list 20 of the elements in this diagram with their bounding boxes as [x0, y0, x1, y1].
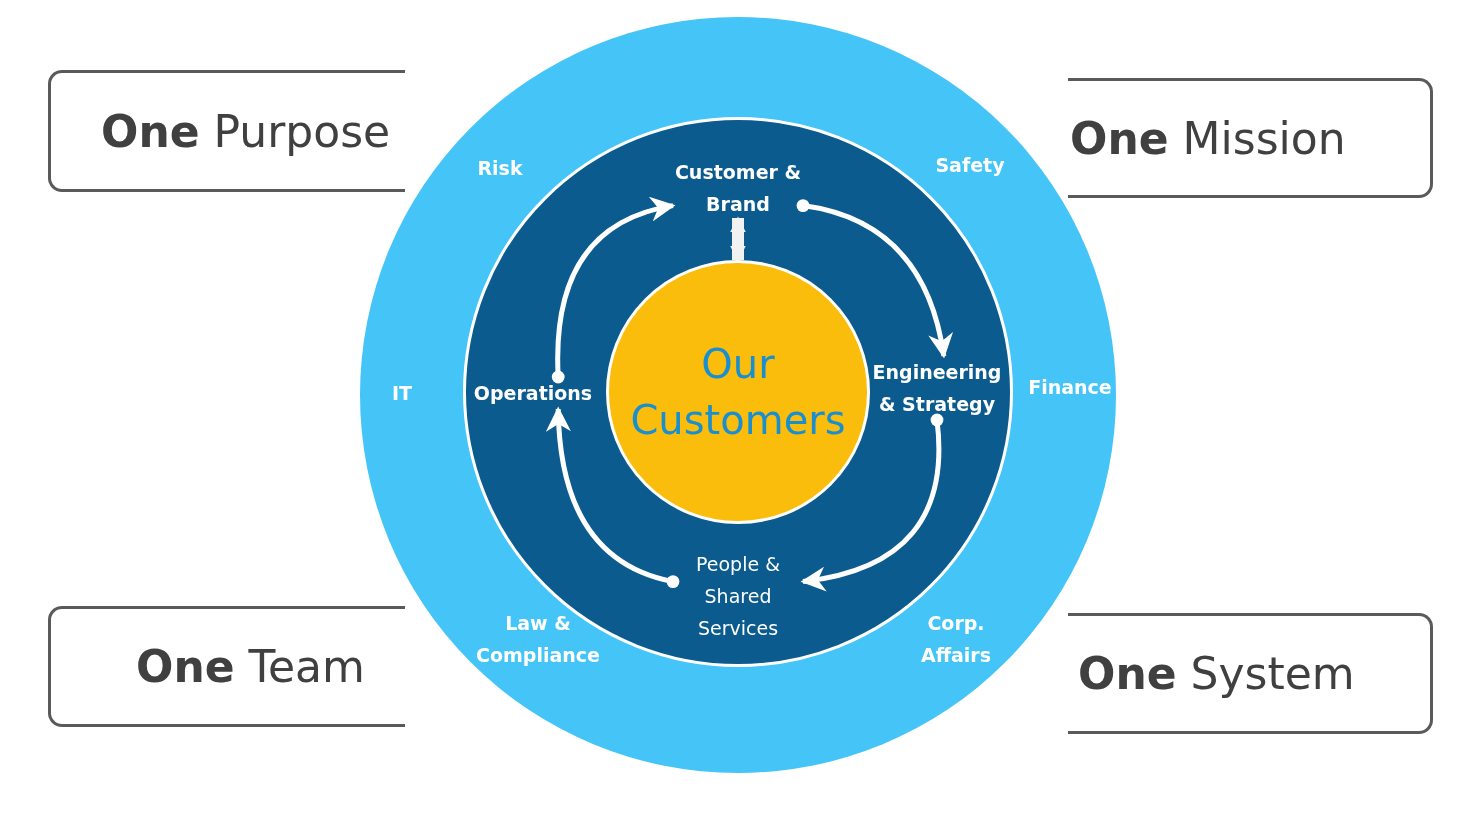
curved-arrow	[551, 198, 676, 384]
unit-label: Engineering & Strategy	[869, 356, 1005, 420]
curved-arrow	[796, 199, 953, 359]
heading-box: One System	[1068, 613, 1433, 734]
heading-box: One Purpose	[48, 70, 405, 192]
double-arrow	[730, 216, 746, 262]
unit-label: Operations	[470, 377, 596, 409]
heading-box: One Mission	[1068, 78, 1433, 198]
department-label: Finance	[1027, 375, 1113, 400]
department-label: Law & Compliance	[475, 611, 601, 668]
department-label: Risk	[476, 156, 524, 181]
curved-arrow	[546, 406, 680, 588]
heading-box: One Team	[48, 606, 405, 727]
curved-arrow	[800, 413, 944, 591]
department-label: Corp. Affairs	[919, 611, 993, 668]
center-label: Our Customers	[629, 340, 847, 445]
unit-label: Customer & Brand	[673, 156, 803, 218]
department-label: Safety	[934, 153, 1006, 178]
unit-label: People & Shared Services	[673, 548, 803, 644]
department-label: IT	[391, 381, 413, 406]
